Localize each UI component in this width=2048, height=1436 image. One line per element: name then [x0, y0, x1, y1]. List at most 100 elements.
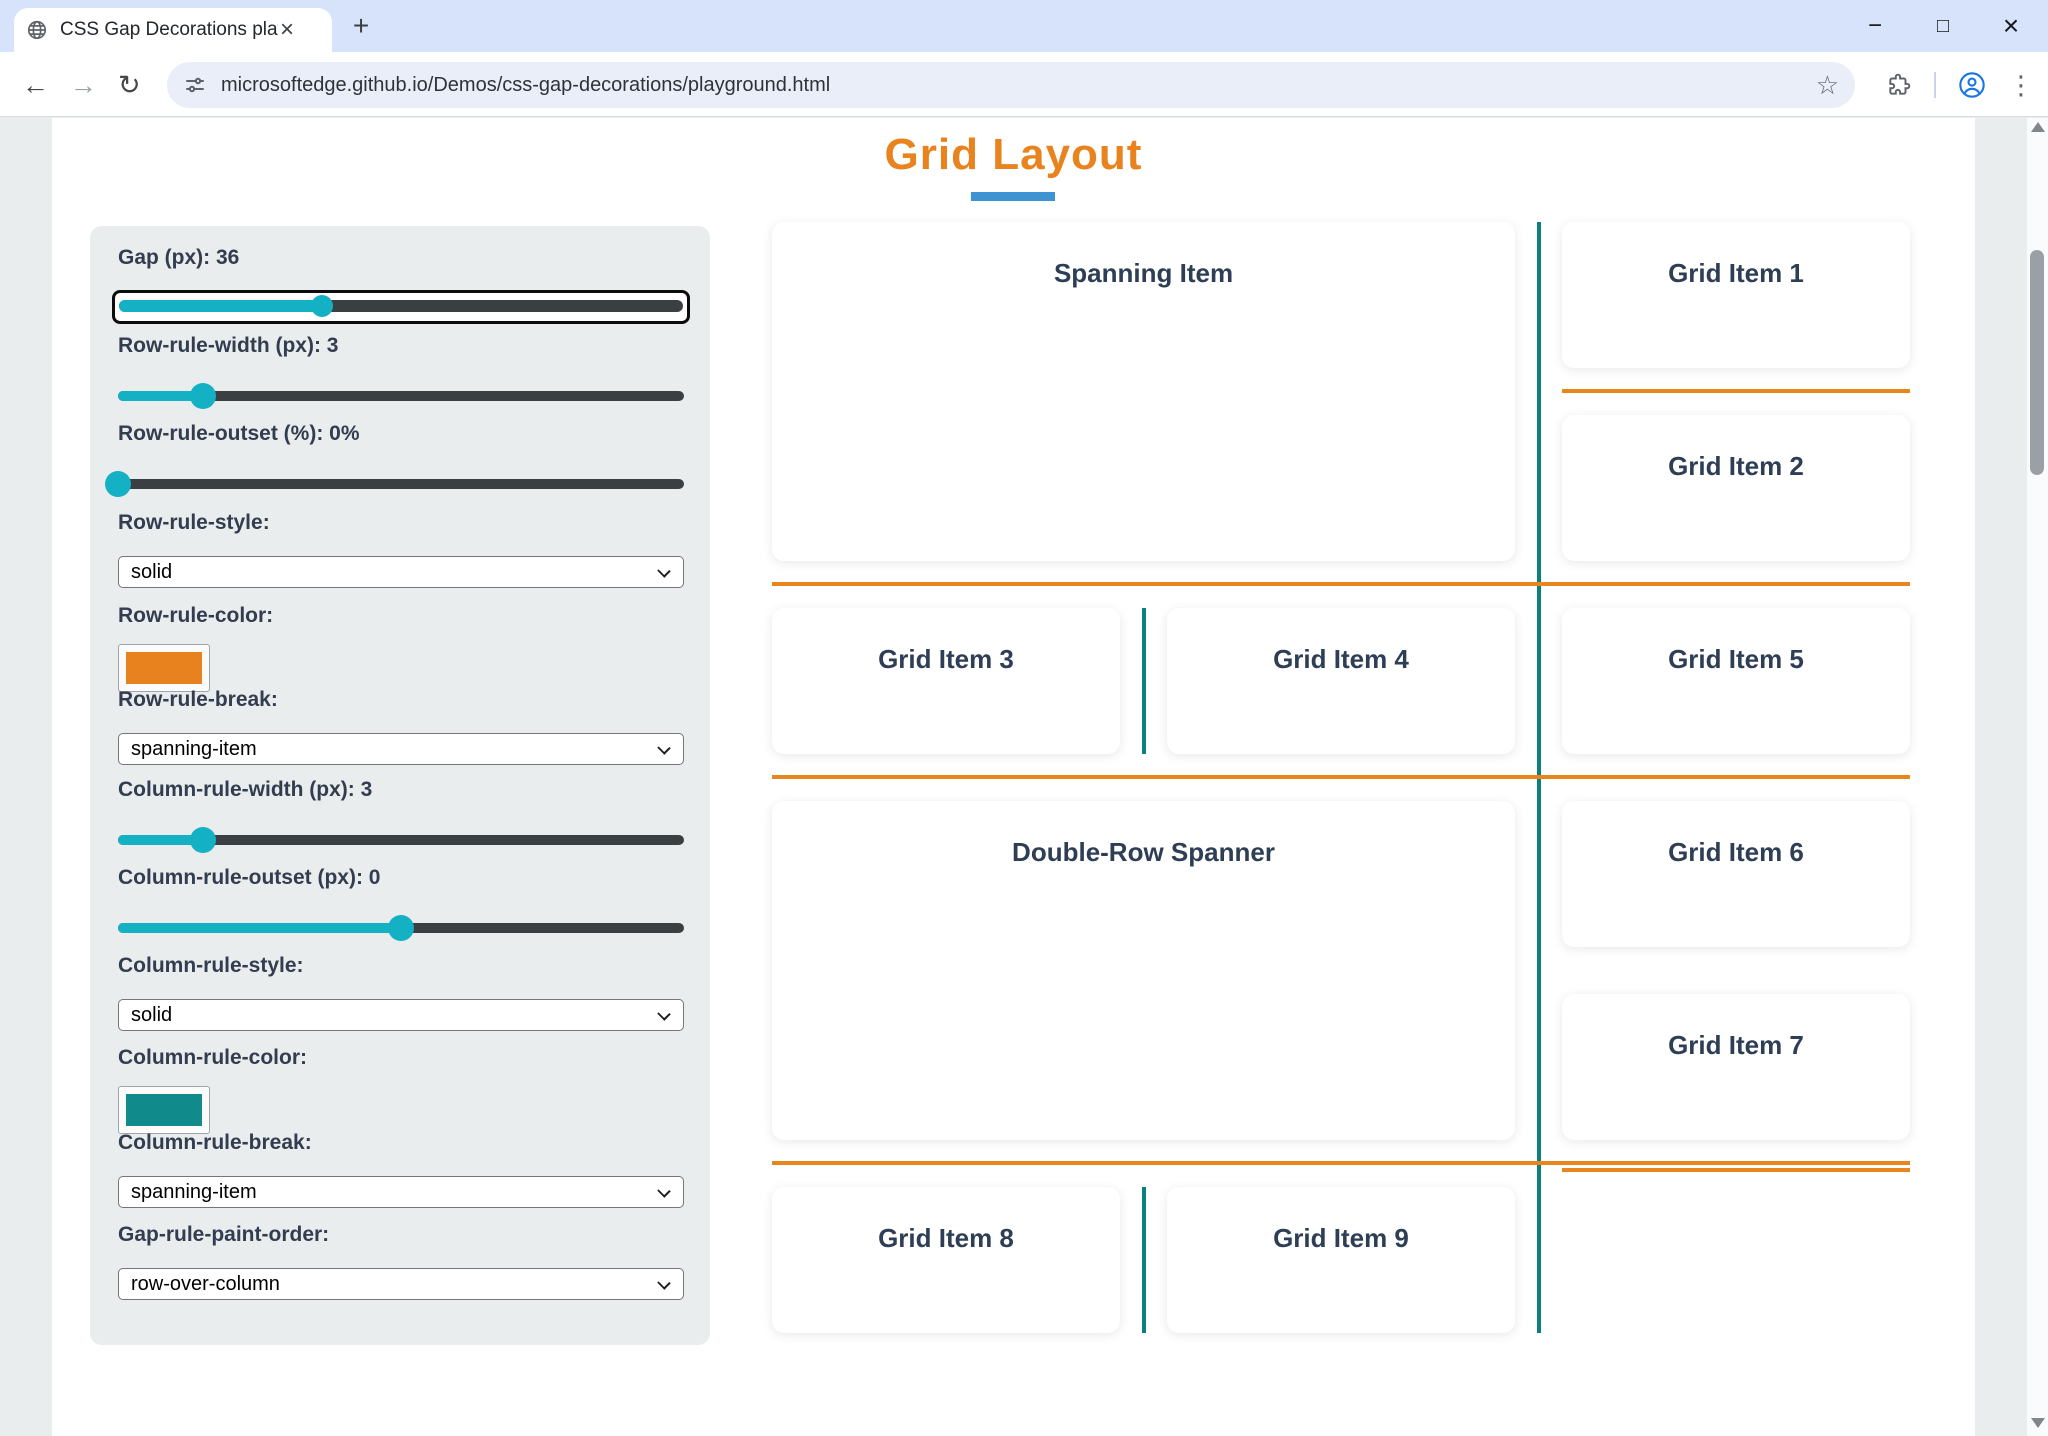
window-controls: − □ ×	[1862, 0, 2048, 52]
demo-grid: Spanning Item Grid Item 1 Grid Item 2 Gr…	[772, 222, 1910, 1333]
scrollbar-up-arrow[interactable]	[2031, 122, 2045, 132]
grid-card-5: Grid Item 5	[1562, 608, 1910, 754]
profile-avatar-icon[interactable]	[1958, 71, 1986, 99]
row-rule	[1562, 1168, 1910, 1172]
globe-favicon-icon	[27, 20, 47, 40]
selected-value: spanning-item	[131, 737, 257, 760]
grid-card-1: Grid Item 1	[1562, 222, 1910, 368]
card-label: Grid Item 6	[1668, 837, 1804, 867]
slider-fill	[118, 923, 401, 933]
forward-button[interactable]: →	[70, 70, 97, 100]
slider-fill	[118, 391, 203, 401]
row-rule-outset-slider[interactable]	[105, 470, 684, 498]
column-rule-break-select[interactable]: spanning-item	[118, 1176, 684, 1208]
address-bar[interactable]: microsoftedge.github.io/Demos/css-gap-de…	[167, 62, 1855, 108]
row-rule-width-slider[interactable]	[118, 382, 684, 410]
grid-card-spanning: Spanning Item	[772, 222, 1515, 561]
grid-card-2: Grid Item 2	[1562, 415, 1910, 561]
slider-thumb[interactable]	[388, 915, 414, 941]
bookmark-star-icon[interactable]: ☆	[1815, 69, 1839, 100]
column-rule-outset-label: Column-rule-outset (px): 0	[118, 866, 381, 889]
gap-rule-paint-order-label: Gap-rule-paint-order:	[118, 1223, 330, 1246]
row-rule-style-label: Row-rule-style:	[118, 511, 270, 534]
grid-card-9: Grid Item 9	[1167, 1187, 1515, 1333]
card-label: Spanning Item	[1053, 258, 1234, 288]
selected-value: solid	[131, 1003, 173, 1026]
row-rule-outset-label: Row-rule-outset (%): 0%	[118, 422, 360, 445]
slider-thumb[interactable]	[189, 383, 216, 409]
row-rule-color-picker[interactable]	[118, 644, 210, 692]
card-label: Grid Item 5	[1668, 644, 1804, 674]
grid-card-4: Grid Item 4	[1167, 608, 1515, 754]
card-label: Grid Item 4	[1273, 644, 1409, 674]
row-rule	[772, 775, 1910, 779]
card-label: Grid Item 8	[878, 1223, 1014, 1253]
grid-card-6: Grid Item 6	[1562, 801, 1910, 947]
page-title: Grid Layout	[884, 130, 1143, 179]
card-label: Grid Item 9	[1273, 1223, 1409, 1253]
grid-card-8: Grid Item 8	[772, 1187, 1120, 1333]
extensions-icon[interactable]	[1886, 72, 1912, 98]
card-label: Grid Item 1	[1668, 258, 1804, 288]
tab-close-icon[interactable]: ×	[280, 16, 295, 43]
toolbar-actions: ⋮	[1886, 64, 2034, 106]
selected-value: spanning-item	[131, 1180, 257, 1203]
chevron-down-icon	[657, 1184, 671, 1198]
chevron-down-icon	[657, 741, 671, 755]
column-rule-color-picker[interactable]	[118, 1086, 210, 1134]
row-rule-color-label: Row-rule-color:	[118, 604, 274, 627]
column-rule-width-slider[interactable]	[118, 826, 684, 854]
row-rule	[772, 1161, 1910, 1165]
reload-button[interactable]: ↻	[118, 70, 141, 100]
slider-thumb[interactable]	[311, 295, 334, 317]
tab-css-gap-decorations[interactable]: CSS Gap Decorations playgroun ×	[14, 8, 332, 52]
grid-card-7: Grid Item 7	[1562, 994, 1910, 1140]
card-label: Grid Item 7	[1668, 1030, 1804, 1060]
slider-track[interactable]	[118, 835, 684, 845]
url-text[interactable]: microsoftedge.github.io/Demos/css-gap-de…	[221, 73, 831, 96]
column-rule-color-swatch	[126, 1094, 202, 1126]
chevron-down-icon	[657, 564, 671, 578]
slider-fill	[119, 300, 323, 312]
slider-thumb[interactable]	[105, 471, 131, 497]
gap-rule-paint-order-select[interactable]: row-over-column	[118, 1268, 684, 1300]
row-rule-break-label: Row-rule-break:	[118, 688, 278, 711]
site-info-icon[interactable]	[183, 73, 207, 97]
row-rule-break-select[interactable]: spanning-item	[118, 733, 684, 765]
slider-fill	[118, 835, 203, 845]
column-rule-color-label: Column-rule-color:	[118, 1046, 307, 1069]
row-rule-color-swatch	[126, 652, 202, 684]
close-window-button[interactable]: ×	[2002, 10, 2020, 41]
grid-card-3: Grid Item 3	[772, 608, 1120, 754]
column-rule-break-label: Column-rule-break:	[118, 1131, 312, 1154]
card-label: Grid Item 2	[1668, 451, 1804, 481]
row-rule-style-select[interactable]: solid	[118, 556, 684, 588]
title-underline	[971, 192, 1055, 201]
new-tab-button[interactable]: +	[352, 10, 370, 41]
slider-thumb[interactable]	[189, 827, 216, 853]
maximize-button[interactable]: □	[1936, 15, 1950, 37]
menu-dots-icon[interactable]: ⋮	[2008, 69, 2034, 100]
slider-track[interactable]	[118, 391, 684, 401]
controls-panel: Gap (px): 36 Row-rule-width (px): 3 Row-…	[90, 226, 710, 1345]
card-label: Grid Item 3	[878, 644, 1014, 674]
column-rule-style-select[interactable]: solid	[118, 999, 684, 1031]
column-rule-outset-slider[interactable]	[118, 914, 684, 942]
minimize-button[interactable]: −	[1867, 12, 1882, 39]
grid-card-double-row-spanner: Double-Row Spanner	[772, 801, 1515, 1140]
tab-title: CSS Gap Decorations playgroun	[60, 19, 278, 40]
back-button[interactable]: ←	[22, 70, 49, 100]
column-rule	[1142, 608, 1146, 754]
chevron-down-icon	[657, 1276, 671, 1290]
scrollbar-down-arrow[interactable]	[2031, 1418, 2045, 1428]
column-rule-style-label: Column-rule-style:	[118, 954, 304, 977]
gap-slider[interactable]	[112, 290, 690, 324]
scrollbar-thumb[interactable]	[2030, 250, 2044, 475]
column-rule	[1142, 1187, 1146, 1333]
chevron-down-icon	[657, 1007, 671, 1021]
toolbar-separator	[1934, 72, 1936, 98]
row-rule-width-label: Row-rule-width (px): 3	[118, 334, 339, 357]
column-rule-width-label: Column-rule-width (px): 3	[118, 778, 373, 801]
slider-track[interactable]	[118, 479, 684, 489]
